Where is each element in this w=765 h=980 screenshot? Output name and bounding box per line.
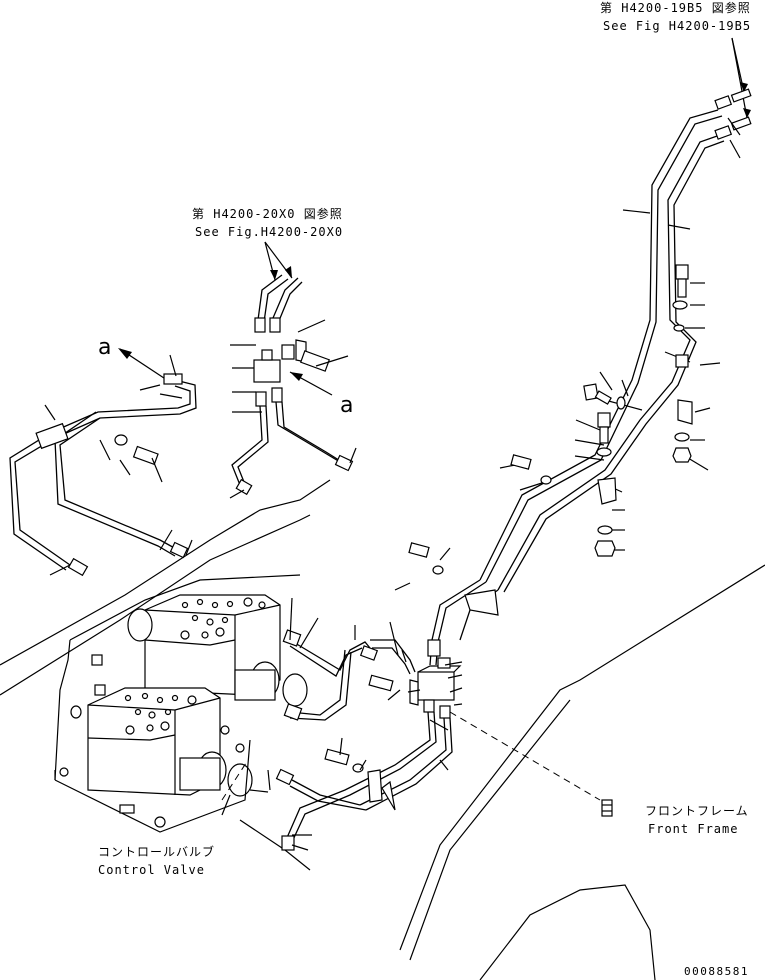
pipe-run-center-lower: [282, 629, 441, 721]
ref-top-right-en: See Fig H4200-19B5: [603, 19, 751, 33]
control-valve-lower: [87, 687, 253, 797]
front-frame-label-jp: フロントフレーム: [645, 804, 749, 818]
leader-lines-left: [44, 354, 193, 576]
marker-a-left-arrow: [118, 348, 171, 383]
ref-center-jp: 第 H4200-20X0 図参照: [192, 206, 343, 221]
pipe-pair-right: [429, 109, 725, 666]
marker-a-left: a: [98, 335, 111, 360]
center-manifold: [231, 274, 354, 496]
control-valve-upper: [127, 594, 308, 707]
control-valve-leader: [221, 759, 249, 816]
control-valve-label-en: Control Valve: [98, 863, 205, 877]
fitting-top-right: [714, 88, 752, 140]
ref-top-right-jp: 第 H4200-19B5 図参照: [600, 0, 751, 15]
frame-outline: [0, 479, 765, 980]
leader-lines-center: [229, 319, 357, 499]
pipe-run-left: [9, 373, 197, 577]
drawing-number: 00088581: [684, 965, 749, 978]
control-valve-label-jp: コントロールバルブ: [98, 844, 215, 859]
marker-a-right: a: [340, 393, 353, 418]
marker-a-right-arrow: [289, 371, 333, 396]
leader-lines-center-lower: [249, 547, 463, 851]
ref-top-right-arrows: [731, 37, 751, 119]
ref-center-arrows: [264, 241, 293, 281]
leader-lines-right: [499, 117, 741, 551]
valve-base-plate: [54, 654, 251, 833]
front-frame-leader: [449, 711, 613, 817]
bolts-right: [324, 264, 693, 773]
second-manifold: [275, 589, 499, 851]
ref-center-en: See Fig.H4200-20X0: [195, 225, 343, 239]
front-frame-label-en: Front Frame: [648, 822, 738, 836]
